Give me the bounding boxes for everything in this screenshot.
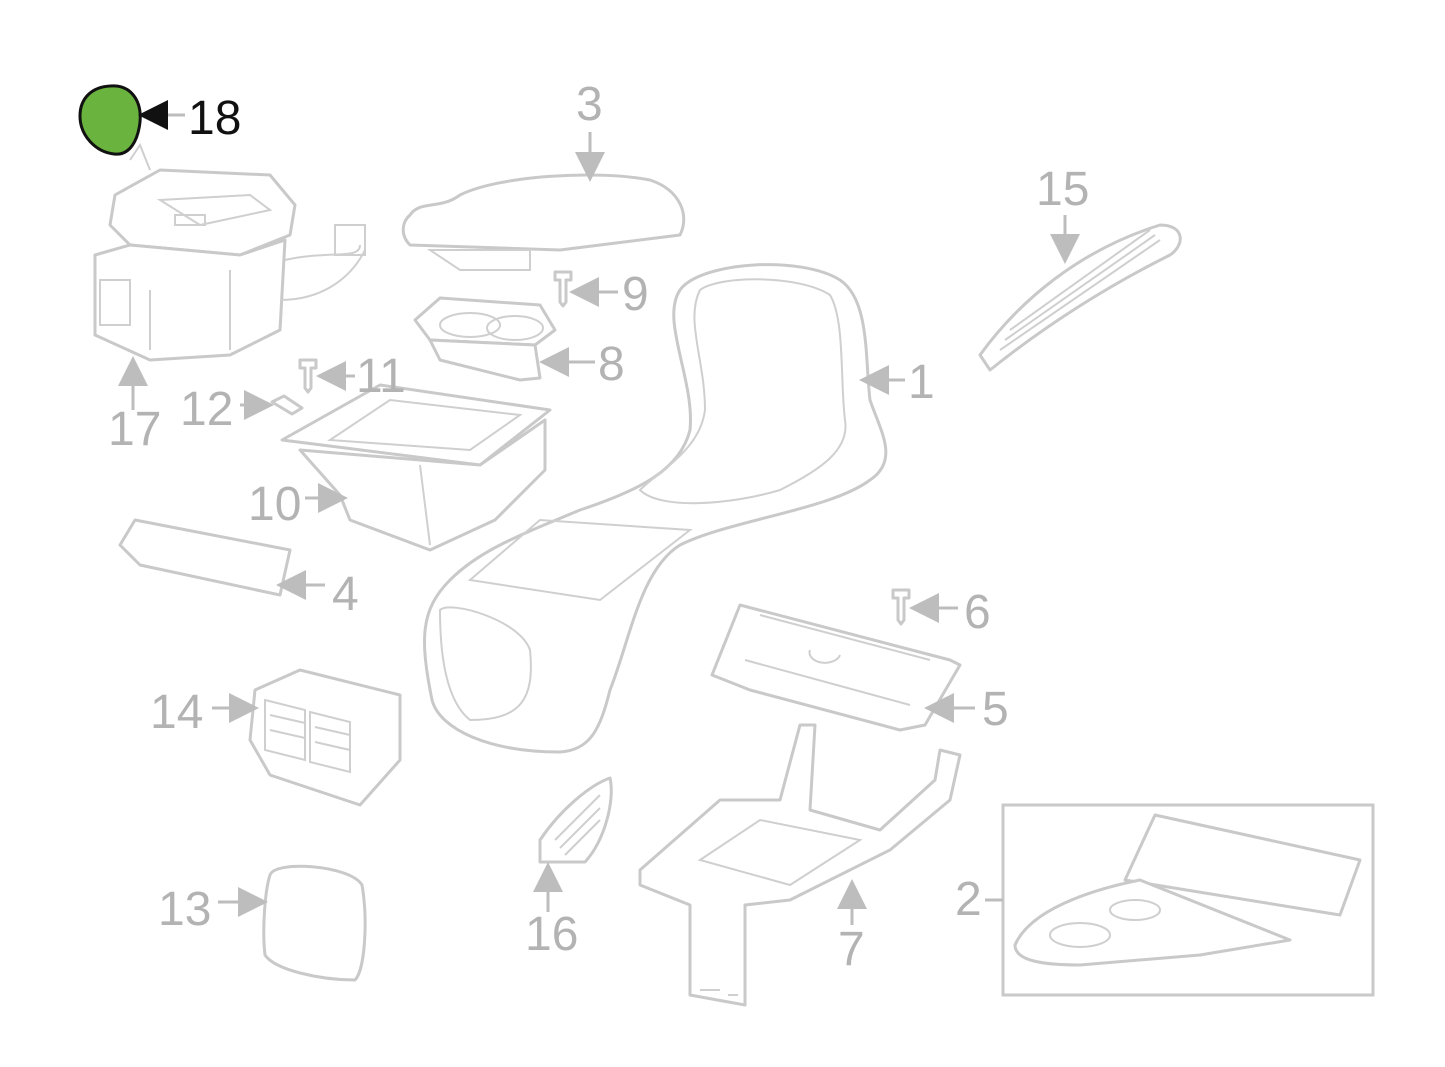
part-3-armrest-lid[interactable]	[401, 173, 686, 271]
part-18-shift-knob-highlight[interactable]	[78, 84, 142, 156]
part-4-trim-strip[interactable]	[118, 518, 292, 597]
callout-10[interactable]: 10	[248, 478, 301, 531]
part-6-screw[interactable]	[891, 588, 911, 626]
callout-13[interactable]: 13	[158, 883, 211, 936]
part-14-rear-vent[interactable]	[248, 668, 402, 807]
part-10-storage-bin[interactable]	[280, 383, 552, 552]
part-9-screw[interactable]	[553, 270, 573, 308]
callout-1[interactable]: 1	[908, 356, 935, 409]
part-12-clip[interactable]	[270, 394, 304, 416]
part-11-screw[interactable]	[298, 358, 318, 394]
callout-16[interactable]: 16	[525, 908, 578, 961]
callout-7[interactable]: 7	[838, 923, 865, 976]
callout-15[interactable]: 15	[1036, 163, 1089, 216]
part-15-trim-panel[interactable]	[978, 223, 1182, 372]
callout-2[interactable]: 2	[955, 873, 982, 926]
callout-8[interactable]: 8	[598, 338, 625, 391]
part-5-bezel[interactable]	[710, 603, 962, 732]
callout-6[interactable]: 6	[964, 586, 991, 639]
callout-4[interactable]: 4	[332, 568, 359, 621]
callout-17[interactable]: 17	[108, 403, 161, 456]
part-13-vent-seal[interactable]	[262, 864, 367, 982]
callout-3[interactable]: 3	[576, 78, 603, 131]
part-7-bracket[interactable]	[638, 723, 962, 1007]
part-8-cup-holder[interactable]	[413, 296, 557, 382]
part-2-inset-box[interactable]	[1001, 803, 1375, 997]
part-17-shifter-assembly[interactable]	[93, 142, 366, 362]
callout-11[interactable]: 11	[356, 350, 406, 403]
callout-5[interactable]: 5	[982, 683, 1009, 736]
callout-18[interactable]: 18	[188, 92, 241, 145]
callout-12[interactable]: 12	[180, 383, 233, 436]
part-16-side-vent[interactable]	[538, 776, 613, 864]
callout-9[interactable]: 9	[622, 268, 649, 321]
callout-14[interactable]: 14	[150, 686, 203, 739]
